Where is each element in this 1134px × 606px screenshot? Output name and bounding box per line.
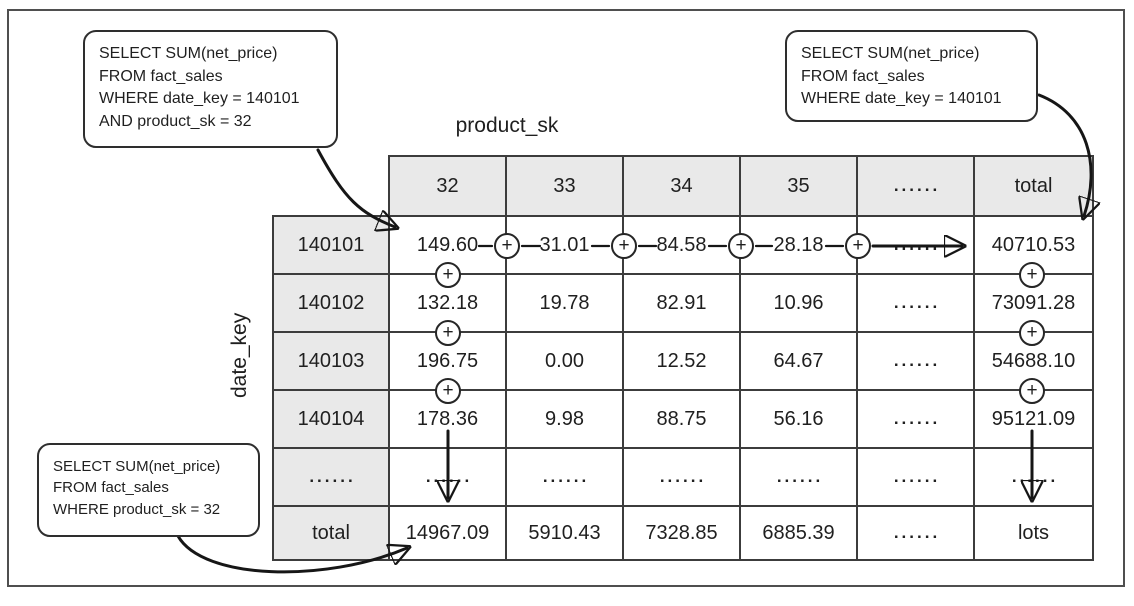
sql-line: FROM fact_sales bbox=[801, 67, 925, 85]
data-cell-col-total: 5910.43 bbox=[507, 507, 624, 559]
plus-icon: + bbox=[1019, 320, 1045, 346]
row-label-cell: 140102 bbox=[274, 275, 388, 333]
sql-line: WHERE product_sk = 32 bbox=[53, 500, 221, 518]
date-key-axis-label: date_key bbox=[228, 312, 251, 398]
col-header-cell-ellipsis: ...... bbox=[858, 157, 975, 215]
data-cell: 19.78 bbox=[507, 275, 624, 333]
sql-callout-col-total-query: SELECT SUM(net_price) FROM fact_sales WH… bbox=[37, 443, 260, 537]
outer-frame bbox=[7, 9, 1125, 587]
data-cell: 64.67 bbox=[741, 333, 858, 391]
col-header-cell: 35 bbox=[741, 157, 858, 215]
data-cell: 12.52 bbox=[624, 333, 741, 391]
data-cell-ellipsis: ...... bbox=[858, 507, 975, 559]
sql-line: WHERE date_key = 140101 bbox=[801, 90, 1002, 108]
sql-line: SELECT SUM(net_price) bbox=[801, 45, 980, 62]
row-label-column: 140101 140102 140103 140104 ...... total bbox=[272, 215, 390, 561]
col-header-cell-total: total bbox=[1014, 174, 1053, 197]
data-cell: 28.18 bbox=[741, 217, 858, 275]
plus-icon: + bbox=[494, 233, 520, 259]
product-sk-axis-label: product_sk bbox=[455, 114, 559, 137]
row-label-cell: 140101 bbox=[274, 217, 388, 275]
data-cell: 56.16 bbox=[741, 391, 858, 449]
row-label-cell-total: total bbox=[312, 521, 350, 544]
data-cell-ellipsis: ...... bbox=[858, 449, 975, 507]
data-cell-ellipsis: ...... bbox=[858, 333, 975, 391]
sql-line: FROM fact_sales bbox=[99, 67, 223, 85]
data-cell: 82.91 bbox=[624, 275, 741, 333]
data-cell-ellipsis: ...... bbox=[858, 391, 975, 449]
data-grid: 149.60 31.01 84.58 28.18 ...... 40710.53… bbox=[388, 215, 1094, 561]
data-cell-ellipsis: ...... bbox=[858, 275, 975, 333]
plus-icon: + bbox=[435, 320, 461, 346]
data-cell: 10.96 bbox=[741, 275, 858, 333]
column-header-row: 32 33 34 35 ...... total bbox=[388, 155, 1094, 217]
data-cell-ellipsis: ...... bbox=[507, 449, 624, 507]
col-header-cell: 33 bbox=[507, 157, 624, 215]
col-header-cell: 32 bbox=[390, 157, 507, 215]
data-cell-grand-total: lots bbox=[1017, 521, 1050, 544]
data-cell: 9.98 bbox=[507, 391, 624, 449]
data-cell-ellipsis: ...... bbox=[975, 449, 1092, 507]
row-label-cell-ellipsis: ...... bbox=[274, 449, 388, 507]
plus-icon: + bbox=[611, 233, 637, 259]
row-label-cell: 140103 bbox=[274, 333, 388, 391]
sql-line: FROM fact_sales bbox=[53, 479, 169, 497]
plus-icon: + bbox=[435, 262, 461, 288]
data-cell: 0.00 bbox=[507, 333, 624, 391]
data-cell-col-total: 7328.85 bbox=[624, 507, 741, 559]
plus-icon: + bbox=[1019, 378, 1045, 404]
data-cell-ellipsis: ...... bbox=[390, 449, 507, 507]
data-cell-col-total: 6885.39 bbox=[741, 507, 858, 559]
plus-icon: + bbox=[435, 378, 461, 404]
sql-line: SELECT SUM(net_price) bbox=[99, 45, 278, 62]
plus-icon: + bbox=[845, 233, 871, 259]
data-cell-ellipsis: ...... bbox=[624, 449, 741, 507]
data-cell: 88.75 bbox=[624, 391, 741, 449]
data-cell: 31.01 bbox=[507, 217, 624, 275]
sql-line: AND product_sk = 32 bbox=[99, 113, 252, 131]
sql-callout-row-total-query: SELECT SUM(net_price) FROM fact_sales WH… bbox=[785, 30, 1038, 122]
data-cell-ellipsis: ...... bbox=[858, 217, 975, 275]
data-cell: 84.58 bbox=[624, 217, 741, 275]
sql-line: WHERE date_key = 140101 bbox=[99, 90, 300, 108]
data-cell-col-total: 14967.09 bbox=[390, 507, 507, 559]
data-cell-ellipsis: ...... bbox=[741, 449, 858, 507]
row-label-cell: 140104 bbox=[274, 391, 388, 449]
plus-icon: + bbox=[1019, 262, 1045, 288]
sql-callout-cell-query: SELECT SUM(net_price) FROM fact_sales WH… bbox=[83, 30, 338, 148]
plus-icon: + bbox=[728, 233, 754, 259]
col-header-cell: 34 bbox=[624, 157, 741, 215]
sql-line: SELECT SUM(net_price) bbox=[53, 458, 221, 475]
data-cell-row-total: 95121.09 bbox=[975, 391, 1092, 449]
